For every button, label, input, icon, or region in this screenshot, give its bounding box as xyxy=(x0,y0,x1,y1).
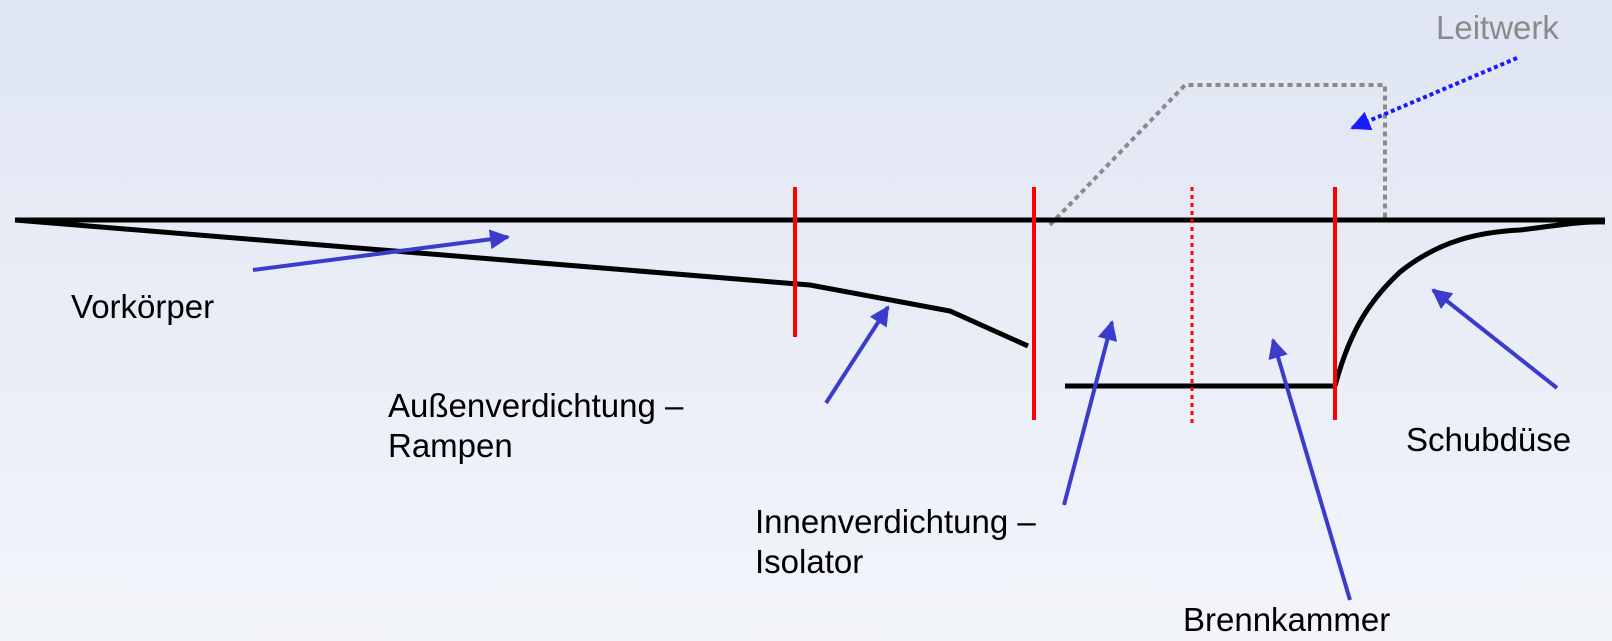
label-aussenverdichtung-line2: Rampen xyxy=(388,427,513,464)
label-schubduese: Schubdüse xyxy=(1406,421,1572,458)
arrow-leitwerk xyxy=(1350,56,1518,131)
label-aussenverdichtung-line1: Außenverdichtung – xyxy=(388,387,684,424)
label-leitwerk: Leitwerk xyxy=(1436,9,1559,46)
nozzle-contour xyxy=(1332,219,1606,387)
label-innenverdichtung: Innenverdichtung – Isolator xyxy=(755,502,1036,582)
arrow-brennkammer xyxy=(1268,338,1352,601)
label-innenverdichtung-line1: Innenverdichtung – xyxy=(755,503,1036,540)
leitwerk-outline xyxy=(1048,83,1387,227)
label-vorkoerper: Vorkörper xyxy=(71,288,215,325)
arrow-vorkoerper xyxy=(252,229,510,272)
label-brennkammer: Brennkammer xyxy=(1183,601,1391,638)
arrow-schubduese xyxy=(1431,288,1559,390)
label-aussenverdichtung: Außenverdichtung – Rampen xyxy=(388,386,683,466)
label-innenverdichtung-line2: Isolator xyxy=(755,543,864,580)
arrow-aussenverdichtung xyxy=(824,305,890,405)
arrow-innenverdichtung xyxy=(1062,320,1118,506)
forebody-ramp-contour xyxy=(14,217,1030,349)
